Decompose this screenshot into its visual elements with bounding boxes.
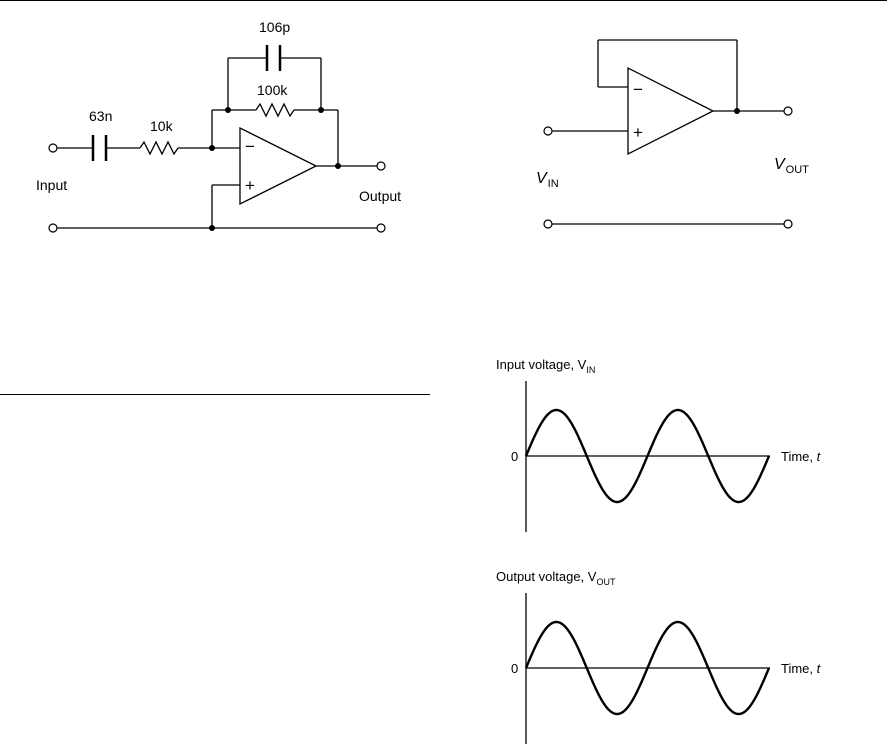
integrator-circuit: 63n 10k 106p 100k Input Output − +	[36, 19, 401, 233]
vout-label: VOUT	[774, 156, 809, 176]
op-amp-triangle	[239, 126, 318, 206]
output-terminal	[376, 161, 386, 171]
zero-label: 0	[511, 449, 518, 464]
output-ground-terminal	[376, 223, 386, 233]
junction-dot	[209, 225, 215, 231]
feedback-resistor-label: 100k	[257, 82, 288, 98]
noninverting-input-sign: +	[245, 176, 255, 195]
noninverting-input-sign: +	[633, 123, 643, 142]
input-ground-terminal	[48, 223, 58, 233]
vout-terminal	[783, 106, 793, 116]
output-voltage-graph: Output voltage, VOUT 0 Time, t	[496, 569, 822, 744]
junction-dot	[335, 163, 341, 169]
feedback-resistor	[255, 102, 295, 118]
input-voltage-graph: Input voltage, VIN 0 Time, t	[496, 357, 822, 532]
input-resistor	[139, 140, 179, 156]
feedback-capacitor-label: 106p	[259, 19, 290, 35]
output-sine-wave	[524, 620, 771, 716]
voltage-follower-circuit: − + VIN VOUT	[536, 39, 809, 229]
inverting-input-sign: −	[633, 80, 643, 99]
input-sine-wave	[524, 408, 771, 504]
time-axis-label: Time, t	[781, 449, 822, 464]
inverting-input-sign: −	[245, 137, 255, 156]
vout-ground-terminal	[783, 219, 793, 229]
zero-label: 0	[511, 661, 518, 676]
op-amp-triangle	[627, 66, 715, 156]
input-capacitor-label: 63n	[89, 108, 112, 124]
vin-ground-terminal	[543, 219, 553, 229]
time-axis-label: Time, t	[781, 661, 822, 676]
output-label: Output	[359, 188, 401, 204]
input-resistor-label: 10k	[150, 118, 174, 134]
output-graph-title: Output voltage, VOUT	[496, 569, 616, 587]
input-terminal	[48, 143, 58, 153]
input-graph-title: Input voltage, VIN	[496, 357, 595, 375]
vin-label: VIN	[536, 170, 559, 190]
vin-terminal	[543, 126, 553, 136]
input-label: Input	[36, 177, 67, 193]
